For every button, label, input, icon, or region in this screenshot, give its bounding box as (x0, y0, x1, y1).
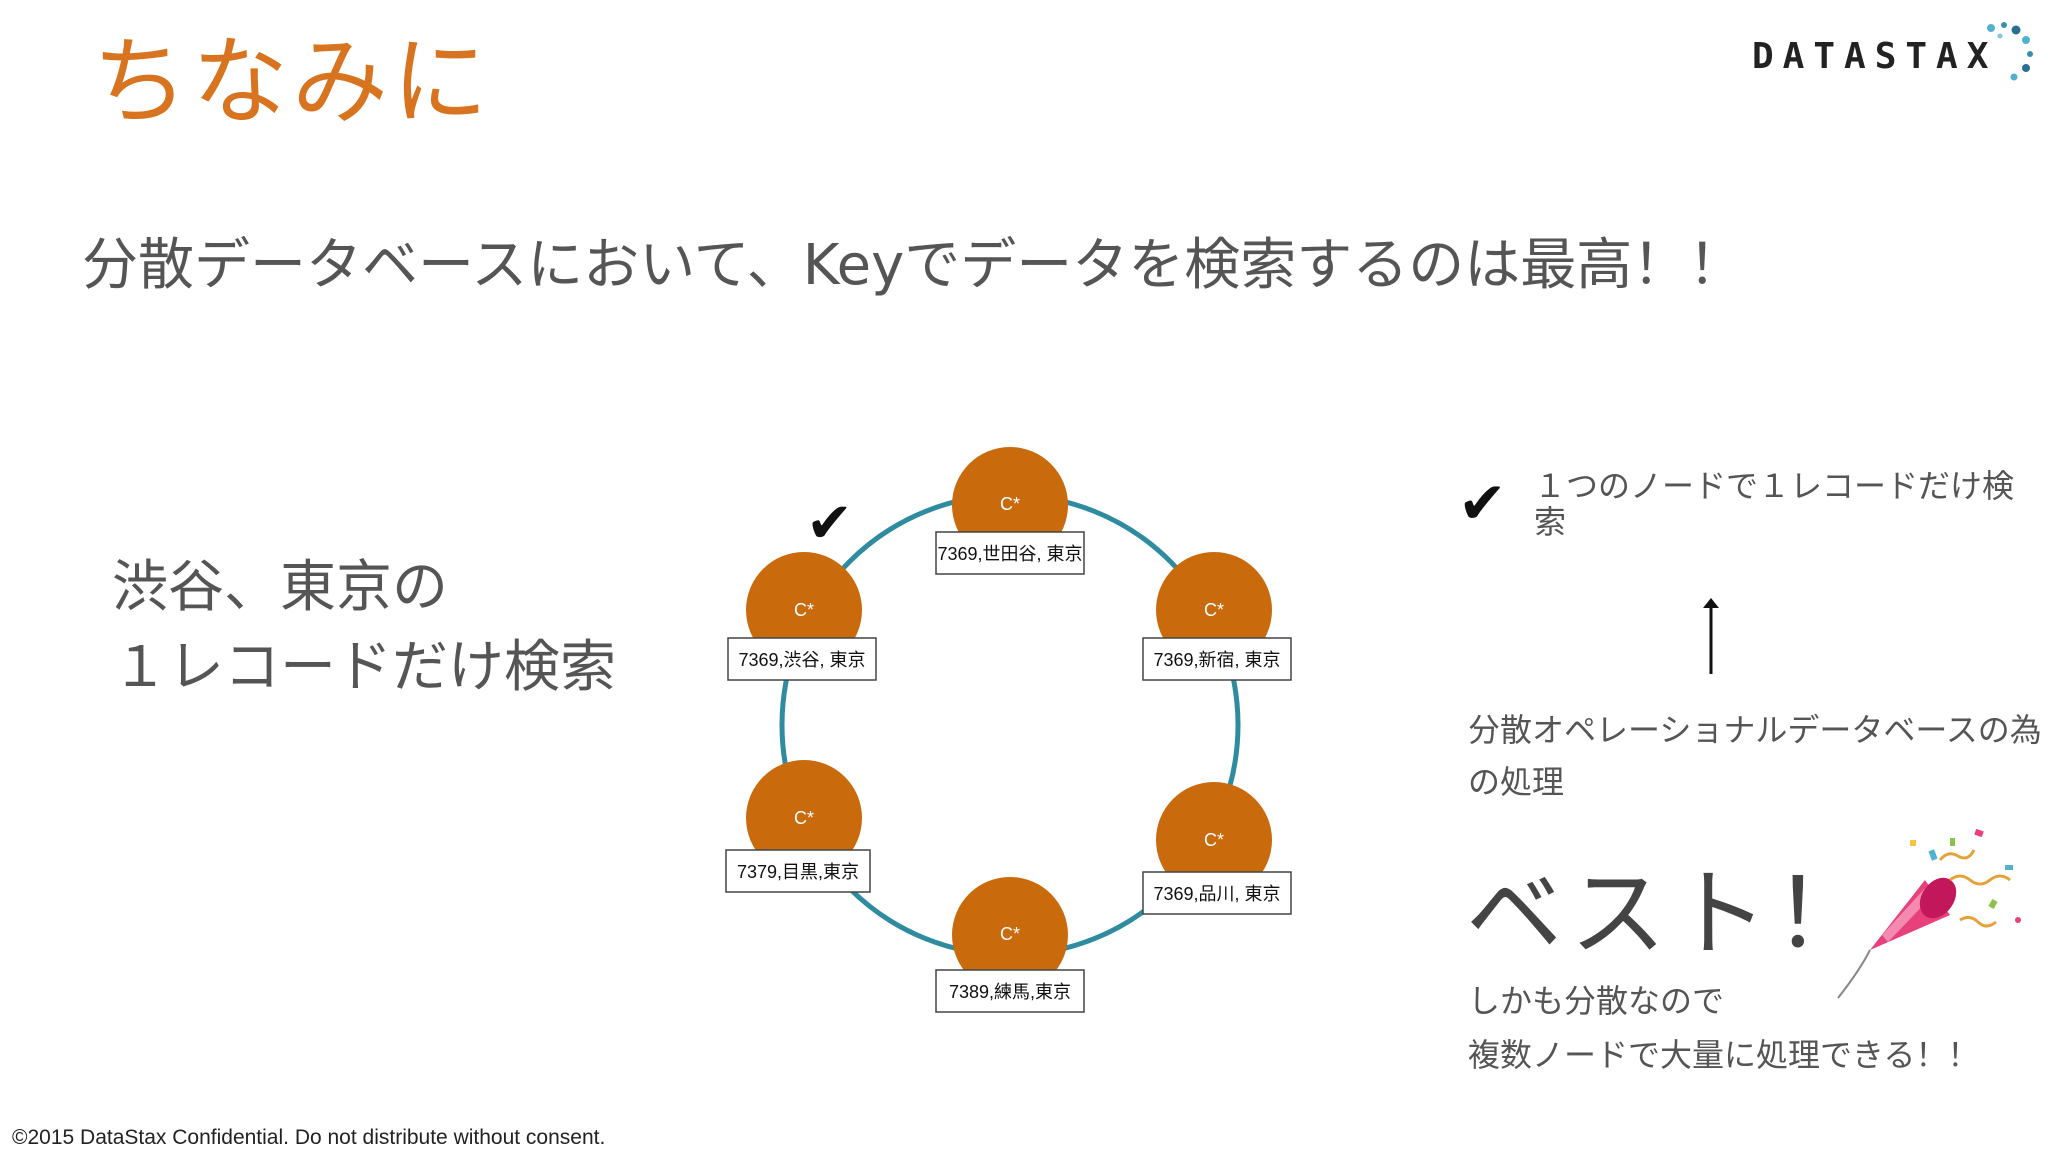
left-line-2: １レコードだけ検索 (112, 635, 616, 700)
node-label: 7369,品川, 東京 (1153, 884, 1280, 904)
node-label: 7369,新宿, 東京 (1153, 650, 1280, 670)
bottom-line-1: しかも分散なので (1468, 982, 1725, 1020)
best-heading: ベスト！ (1466, 858, 1876, 970)
cassandra-ring-diagram: C* 7369,世田谷, 東京 C* 7369,新宿, 東京 C* 7369,品… (725, 447, 1292, 1013)
ring-node: C* 7389,練馬,東京 (935, 877, 1085, 1013)
footer-copyright: ©2015 DataStax Confidential. Do not dist… (12, 1126, 606, 1149)
node-label: 7369,渋谷, 東京 (738, 650, 865, 670)
node-circle (952, 877, 1068, 993)
node-label-box (1142, 637, 1292, 681)
node-label-box (1142, 871, 1292, 915)
ring-node: C* 7369,品川, 東京 (1142, 782, 1292, 915)
left-description: 渋谷、東京の １レコードだけ検索 (112, 548, 616, 708)
up-arrow-icon (1703, 598, 1719, 674)
node-label: 7389,練馬,東京 (949, 982, 1071, 1002)
party-popper-icon (1837, 828, 2021, 999)
single-node-search-text: １つのノードで１レコードだけ検索 (1534, 467, 2015, 541)
node-label-box (725, 849, 871, 893)
ring-node: C* 7369,世田谷, 東京 (935, 447, 1085, 575)
ring-node: C* 7369,新宿, 東京 (1142, 552, 1292, 681)
ring-node: C* 7369,渋谷, 東京 ✔ (727, 491, 877, 681)
logo-wordmark: DATASTAX (1752, 36, 1998, 77)
node-symbol: C* (1000, 494, 1020, 514)
node-label-box (727, 637, 877, 681)
left-line-1: 渋谷、東京の (112, 555, 448, 620)
node-label: 7379,目黒,東京 (737, 862, 859, 882)
bottom-line-2: 複数ノードで大量に処理できる！！ (1468, 1036, 1980, 1074)
ring-node: C* 7379,目黒,東京 (725, 760, 871, 893)
node-symbol: C* (1204, 830, 1224, 850)
node-label-box (935, 531, 1085, 575)
node-symbol: C* (794, 600, 814, 620)
headline: 分散データベースにおいて、Keyでデータを検索するのは最高！！ (82, 233, 1745, 298)
node-symbol: C* (794, 808, 814, 828)
node-circle (1156, 782, 1272, 898)
distributed-bulk-text: しかも分散なので 複数ノードで大量に処理できる！！ (1468, 974, 2028, 1082)
node-label: 7369,世田谷, 東京 (937, 544, 1082, 564)
node-symbol: C* (1204, 600, 1224, 620)
checkmark-icon: ✔ (806, 491, 853, 556)
slide-title: ちなみに (92, 26, 492, 138)
node-symbol: C* (1000, 924, 1020, 944)
datastax-logo-icon (1987, 22, 2033, 81)
node-circle (746, 760, 862, 876)
node-label-box (935, 969, 1085, 1013)
checkmark-icon: ✔ (1458, 469, 1507, 537)
operational-db-text: 分散オペレーショナルデータベースの為の処理 (1468, 711, 2042, 801)
